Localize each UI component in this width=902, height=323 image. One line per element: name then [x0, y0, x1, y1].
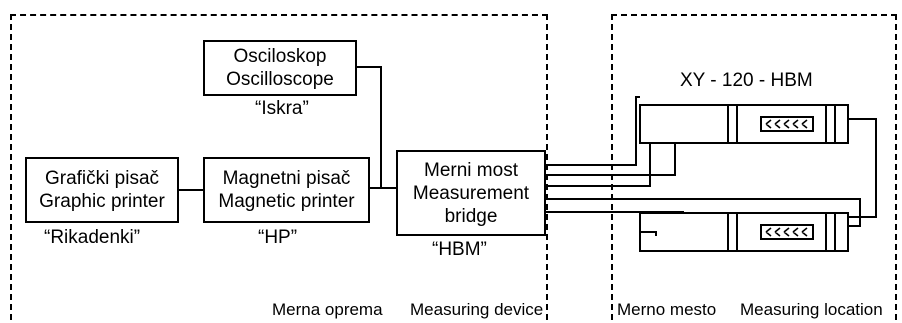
oscilloscope-box: Osciloskop Oscilloscope: [203, 40, 357, 96]
oscilloscope-label-en: Oscilloscope: [226, 69, 334, 90]
location-region: [611, 14, 897, 320]
sensor-label: XY - 120 - HBM: [680, 70, 813, 91]
graphic-printer-label-sr: Grafički pisač: [44, 168, 160, 189]
measurement-bridge-box: Merni most Measurement bridge: [396, 150, 546, 236]
oscilloscope-maker: “Iskra”: [255, 98, 309, 119]
graphic-printer-maker: “Rikadenki”: [44, 227, 141, 248]
equipment-caption-en: Measuring device: [410, 300, 544, 319]
magnetic-printer-maker: “HP”: [258, 227, 298, 248]
location-caption-sr: Merno mesto: [617, 300, 717, 319]
equipment-region: [10, 14, 548, 320]
magnetic-printer-box: Magnetni pisač Magnetic printer: [203, 157, 370, 223]
magnetic-printer-label-en: Magnetic printer: [218, 191, 355, 212]
graphic-printer-box: Grafički pisač Graphic printer: [25, 157, 179, 223]
oscilloscope-label-sr: Osciloskop: [233, 46, 327, 67]
magnetic-printer-label-sr: Magnetni pisač: [222, 168, 351, 189]
bridge-label-en-2: bridge: [444, 205, 498, 227]
equipment-caption-sr: Merna oprema: [272, 300, 383, 319]
bridge-label-sr: Merni most: [424, 159, 518, 181]
bridge-maker: “HBM”: [432, 239, 487, 260]
location-caption-en: Measuring location: [740, 300, 883, 319]
gauge-hatching: [765, 119, 808, 237]
bridge-label-en-1: Measurement: [412, 182, 530, 204]
graphic-printer-label-en: Graphic printer: [39, 191, 165, 212]
